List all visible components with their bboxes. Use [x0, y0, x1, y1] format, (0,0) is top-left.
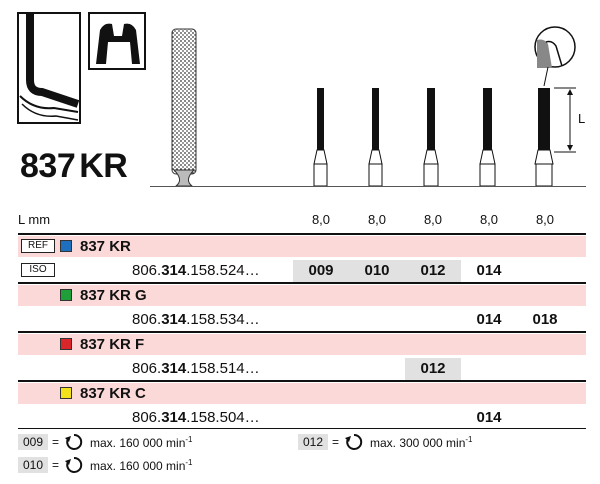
length-value-1: 8,0: [311, 212, 331, 227]
section-divider: [18, 233, 586, 235]
bur-instrument-icon: [171, 28, 197, 187]
variant-name: 837 KR: [80, 238, 131, 255]
iso-tag: ISO: [21, 263, 55, 277]
legend-speed-exponent: -1: [185, 458, 193, 467]
legend-speed-text: max. 300 000 min-1: [370, 435, 473, 450]
tip-detail-callout-icon: [534, 26, 576, 87]
length-unit-label: L mm: [18, 212, 51, 227]
variant-color-swatch: [60, 387, 72, 399]
reference-code: 806.314.158.504…: [132, 409, 260, 426]
reference-code: 806.314.158.514…: [132, 360, 260, 377]
variant-name: 837 KR G: [80, 287, 147, 304]
legend-speed-value: max. 160 000 min: [90, 459, 186, 473]
variant-header-row: 837 KR G: [18, 285, 586, 306]
reference-code: 806.314.158.524…: [132, 262, 260, 279]
rotation-arrow-icon: [65, 433, 83, 450]
cross-section-diagram-icon: [17, 12, 81, 124]
bur-profile-icon-3: [423, 88, 439, 187]
variant-name: 837 KR F: [80, 336, 145, 353]
legend-speed-exponent: -1: [185, 435, 193, 444]
ref-suffix: .158.504…: [186, 409, 260, 426]
legend-size-code: 010: [18, 457, 48, 473]
iso-size-cell: 012: [405, 358, 461, 380]
legend-speed-text: max. 160 000 min-1: [90, 458, 193, 473]
legend-speed-value: max. 160 000 min: [90, 436, 186, 450]
legend-equals: =: [52, 435, 60, 449]
ref-bold: 314: [161, 262, 187, 279]
bur-profile-icon-1: [313, 88, 328, 187]
iso-size-cell: 014: [476, 262, 502, 279]
variant-ref-row: 806.314.158.514… 012: [18, 357, 586, 381]
length-value-4: 8,0: [479, 212, 499, 227]
rotation-arrow-icon: [65, 456, 83, 473]
iso-size-cell: 009: [293, 260, 349, 282]
variant-header-row: 837 KR C: [18, 383, 586, 404]
tooth-preparation-icon: [88, 12, 146, 70]
section-divider: [18, 428, 586, 429]
legend-equals: =: [52, 458, 60, 472]
length-dimension-marker: [554, 87, 576, 153]
variant-name: 837 KR C: [80, 385, 146, 402]
illustration-baseline: [150, 186, 586, 187]
product-illustrations: [17, 12, 576, 187]
ref-suffix: .158.534…: [186, 311, 260, 328]
length-value-2: 8,0: [367, 212, 387, 227]
iso-size-cell: 014: [476, 409, 502, 426]
length-dimension-label: L: [578, 111, 586, 126]
rotation-arrow-icon: [345, 433, 363, 450]
ref-tag: REF: [21, 239, 55, 253]
length-value-3: 8,0: [423, 212, 443, 227]
variant-color-swatch: [60, 240, 72, 252]
bur-profile-icon-5: [534, 88, 554, 187]
ref-bold: 314: [161, 311, 187, 328]
length-value-5: 8,0: [535, 212, 555, 227]
iso-size-cell: 012: [405, 260, 461, 282]
bur-profile-icon-2: [368, 88, 383, 187]
ref-prefix: 806.: [132, 262, 162, 279]
ref-prefix: 806.: [132, 409, 162, 426]
product-number: 837: [20, 147, 76, 185]
legend-speed-exponent: -1: [465, 435, 473, 444]
ref-suffix: .158.514…: [186, 360, 260, 377]
variant-ref-row: 806.314.158.504… 014: [18, 406, 586, 430]
variant-ref-row: 806.314.158.534… 014 018: [18, 308, 586, 332]
section-divider: [18, 331, 586, 333]
variant-ref-row: ISO 806.314.158.524… 009 010 012 014: [18, 259, 586, 283]
variant-color-swatch: [60, 289, 72, 301]
legend-speed-text: max. 160 000 min-1: [90, 435, 193, 450]
legend-size-code: 012: [298, 434, 328, 450]
bur-profile-icon-4: [479, 88, 496, 187]
product-suffix: KR: [79, 147, 128, 185]
ref-prefix: 806.: [132, 360, 162, 377]
iso-size-cell: [517, 260, 573, 282]
section-divider: [18, 380, 586, 382]
ref-bold: 314: [161, 409, 187, 426]
legend-speed-value: max. 300 000 min: [370, 436, 466, 450]
section-divider: [18, 282, 586, 284]
variant-color-swatch: [60, 338, 72, 350]
ref-suffix: .158.524…: [186, 262, 260, 279]
ref-prefix: 806.: [132, 311, 162, 328]
variant-header-row: 837 KR F: [18, 334, 586, 355]
reference-code: 806.314.158.534…: [132, 311, 260, 328]
iso-size-cell: 018: [532, 311, 558, 328]
variant-header-row: REF 837 KR: [18, 236, 586, 257]
iso-size-cell: 010: [349, 260, 405, 282]
legend-size-code: 009: [18, 434, 48, 450]
legend-equals: =: [332, 435, 340, 449]
ref-bold: 314: [161, 360, 187, 377]
iso-size-cell: 014: [476, 311, 502, 328]
